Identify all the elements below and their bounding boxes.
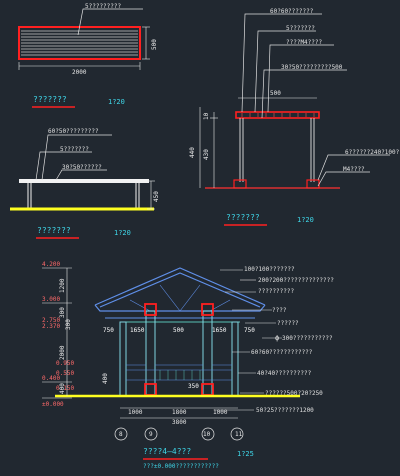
svg-text:??????????: ?????????? xyxy=(258,288,295,295)
svg-text:40?40??????????: 40?40?????????? xyxy=(257,370,312,377)
pavilion-title: ????4—4??? xyxy=(143,447,191,456)
svg-text:50?25???????1200: 50?25???????1200 xyxy=(256,407,314,414)
svg-text:??????: ?????? xyxy=(277,320,299,327)
bench-height-dim: 450 xyxy=(153,191,160,202)
section-dim-430: 430 xyxy=(203,149,210,160)
pavilion-subtitle: ???±0.000???????????? xyxy=(143,463,219,470)
section-note-4: 30?50?????????500 xyxy=(281,64,343,71)
pavilion-notes: 100?100??????? 200?200?????????????? ???… xyxy=(244,266,334,414)
pavilion-bottom-dims: 1000 1800 1000 3800 xyxy=(128,409,228,426)
svg-text:0.400: 0.400 xyxy=(42,375,60,382)
pavilion-levels: 4.200 3.000 2.750 2.370 0.950 0.550 0.40… xyxy=(42,261,74,408)
bench-seat xyxy=(19,179,149,183)
vdim-2000: 2000 xyxy=(59,345,66,360)
pavilion-roof xyxy=(94,267,266,312)
section-leaders xyxy=(241,13,390,187)
svg-text:??????500?20?250: ??????500?20?250 xyxy=(265,390,323,397)
plan-note: 5????????? xyxy=(85,3,122,10)
bench-scale: 1?20 xyxy=(114,229,131,237)
svg-text:1000: 1000 xyxy=(213,409,228,416)
section-dim-440: 440 xyxy=(189,147,196,158)
vdim-400a: 400 xyxy=(59,383,66,394)
plan-leader xyxy=(77,8,143,36)
svg-text:1000: 1000 xyxy=(128,409,143,416)
pavilion-mid-dims: 750 1650 500 1650 750 350 xyxy=(103,327,255,390)
vdim-1200: 1200 xyxy=(59,278,66,293)
svg-text:750: 750 xyxy=(244,327,255,334)
plan-depth-dim: 500 xyxy=(151,39,158,50)
axis-10: 10 xyxy=(203,431,211,438)
pavilion-elevation: 4.200 3.000 2.750 2.370 0.950 0.550 0.40… xyxy=(42,261,334,470)
svg-text:300???????????: 300??????????? xyxy=(282,335,333,342)
svg-text:4.200: 4.200 xyxy=(42,261,60,268)
section-note-6: M4???? xyxy=(343,166,365,173)
svg-text:350: 350 xyxy=(188,383,199,390)
plan-view: 5????????? 2000 500 ??????? 1?20 xyxy=(18,3,158,108)
bench-note-2: 5??????? xyxy=(60,146,89,153)
bench-note-1: 60?50????????? xyxy=(48,128,99,135)
svg-text:1800: 1800 xyxy=(172,409,187,416)
section-note-1: 60?60??????? xyxy=(270,8,314,15)
plan-slats xyxy=(21,30,138,56)
svg-text:2.750: 2.750 xyxy=(42,317,60,324)
plan-title: ??????? xyxy=(33,95,67,104)
axis-9: 9 xyxy=(149,431,153,438)
bench-title: ??????? xyxy=(37,226,71,235)
bench-elevation: 60?50????????? 5??????? 30?50?????? 450 … xyxy=(10,128,160,239)
vdim-300a: 300 xyxy=(59,307,66,318)
bench-note-3: 30?50?????? xyxy=(62,164,102,171)
svg-text:±0.000: ±0.000 xyxy=(42,401,64,408)
svg-text:200?200??????????????: 200?200?????????????? xyxy=(258,277,334,284)
svg-text:60?60????????????: 60?60???????????? xyxy=(251,349,313,356)
svg-text:100?100???????: 100?100??????? xyxy=(244,266,295,273)
svg-text:0.950: 0.950 xyxy=(56,360,74,367)
svg-text:????: ???? xyxy=(272,307,287,314)
bench-leaders xyxy=(35,134,112,181)
bench-section: 500 10 430 440 60?60??????? 5??????? ???… xyxy=(189,8,400,226)
plan-scale: 1?20 xyxy=(108,98,125,106)
svg-text:3800: 3800 xyxy=(172,419,187,426)
axis-bubbles xyxy=(114,427,244,441)
svg-text:500: 500 xyxy=(173,327,184,334)
svg-text:750: 750 xyxy=(103,327,114,334)
section-note-3: ????M4???? xyxy=(286,39,323,46)
section-top-red xyxy=(235,111,320,119)
section-note-5: 6??????240?100? xyxy=(345,149,400,156)
plan-width-dim: 2000 xyxy=(72,69,87,76)
section-dim-10: 10 xyxy=(203,112,210,120)
svg-text:0.150: 0.150 xyxy=(56,385,74,392)
pavilion-scale: 1?25 xyxy=(237,450,254,458)
vdim-400b: 400 xyxy=(102,373,109,384)
svg-text:1650: 1650 xyxy=(130,327,145,334)
section-title: ??????? xyxy=(226,213,260,222)
svg-text:0.550: 0.550 xyxy=(56,370,74,377)
svg-text:2.370: 2.370 xyxy=(42,323,60,330)
svg-text:1650: 1650 xyxy=(212,327,227,334)
axis-8: 8 xyxy=(119,431,123,438)
vdim-300b: 300 xyxy=(65,319,72,330)
svg-text:3.000: 3.000 xyxy=(42,296,60,303)
section-note-2: 5??????? xyxy=(286,25,315,32)
section-scale: 1?20 xyxy=(297,216,314,224)
phi-symbol: ϕ xyxy=(275,334,279,342)
pavilion-columns xyxy=(119,310,239,397)
axis-11: 11 xyxy=(235,431,243,438)
section-top-dim: 500 xyxy=(270,90,281,97)
